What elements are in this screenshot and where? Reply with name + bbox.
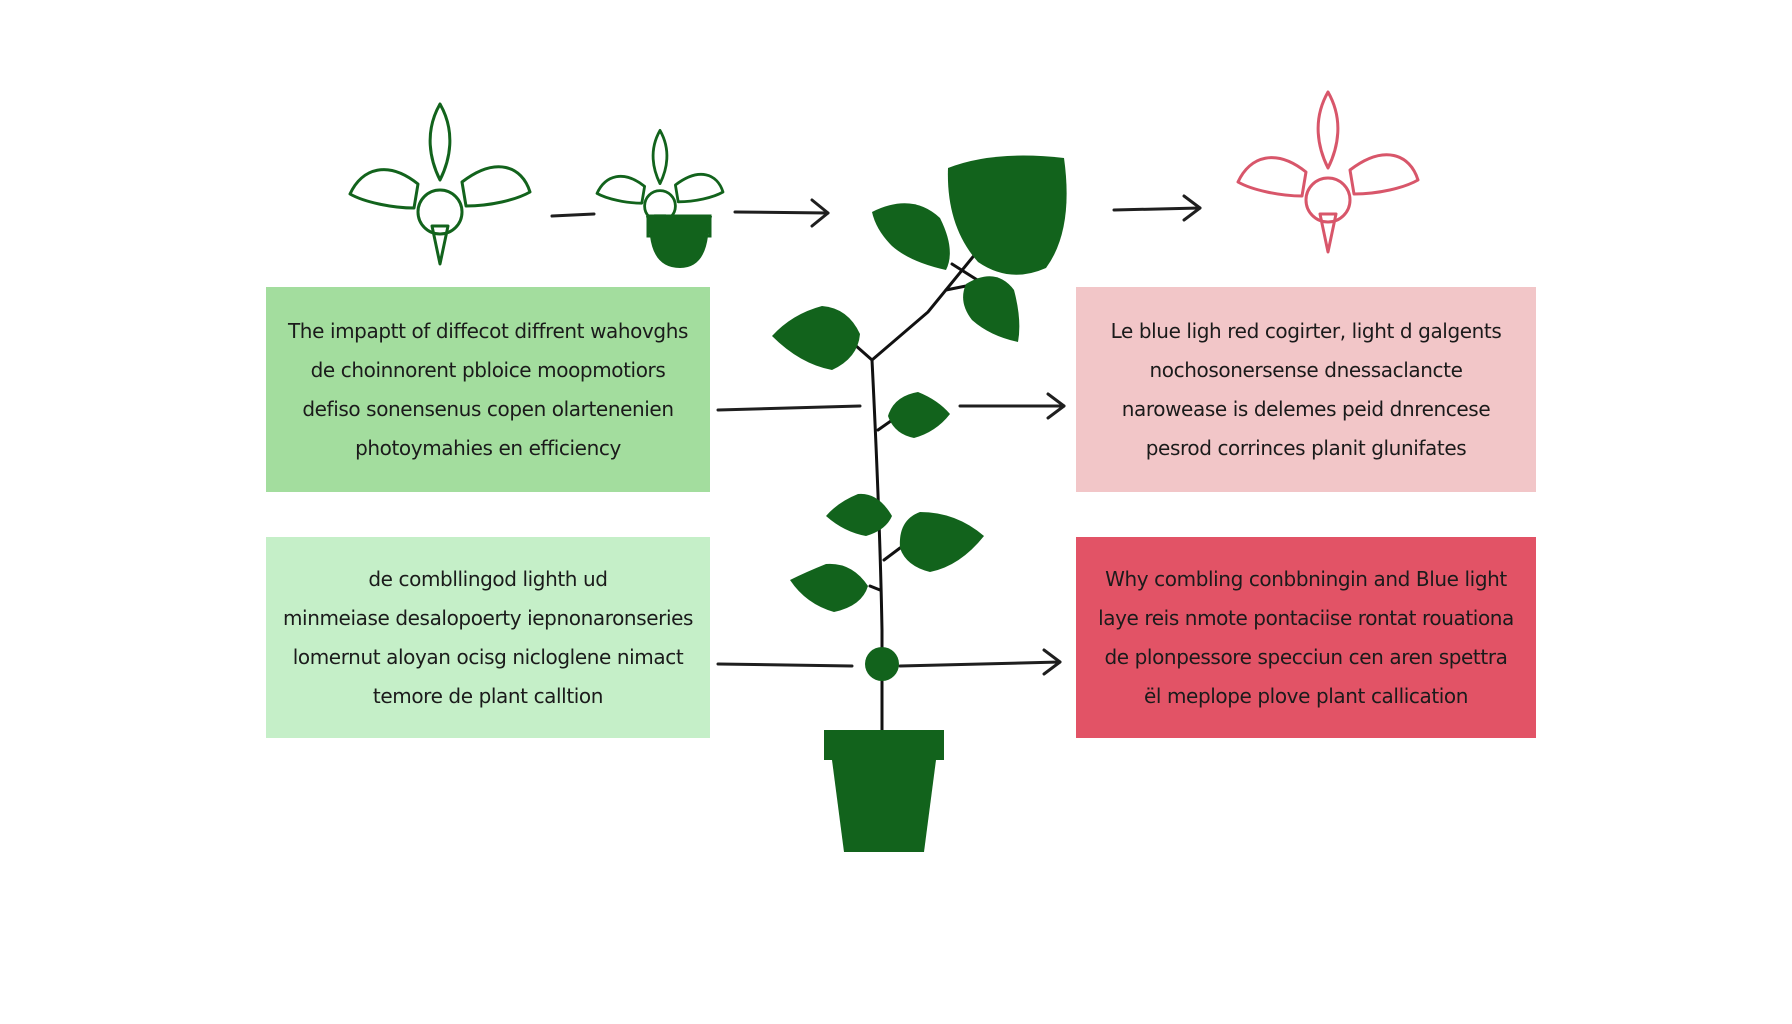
text-line: Why combling conbbningin and Blue light xyxy=(1105,566,1507,591)
leaf xyxy=(826,493,892,536)
text-line: nochosonersense dnessaclancte xyxy=(1149,357,1463,382)
arrow-right-icon xyxy=(733,198,830,228)
leaf xyxy=(963,276,1020,342)
text-box-top-left: The impaptt of diffecot diffrent wahovgh… xyxy=(266,287,710,492)
arrow-right-icon xyxy=(958,392,1066,420)
text-box-bottom-left: de combllingod lighth ud minmeiase desal… xyxy=(266,537,710,738)
node-bud xyxy=(865,647,899,681)
box-bottom-left-bg xyxy=(266,537,710,738)
leaf xyxy=(872,203,950,270)
leaf xyxy=(899,512,984,572)
arrow-right-icon xyxy=(1112,194,1202,222)
text-box-bottom-right: Why combling conbbningin and Blue light … xyxy=(1076,537,1536,738)
text-line: pesrod corrinces planit glunifates xyxy=(1145,435,1467,460)
text-box-top-right: Le blue ligh red cogirter, light d galge… xyxy=(1076,287,1536,492)
box-bottom-right-bg xyxy=(1076,537,1536,738)
pot-rim xyxy=(824,730,944,760)
leaf xyxy=(790,563,868,612)
potted-seedling-icon xyxy=(595,128,725,268)
leaf xyxy=(772,306,860,370)
text-line: de choinnorent pbloice moopmotiors xyxy=(310,357,666,382)
text-line: photoymahies en efficiency xyxy=(355,435,621,460)
text-line: laye reis nmote pontaciise rontat rouati… xyxy=(1098,605,1514,630)
text-line: ël meplope plove plant callication xyxy=(1143,683,1469,708)
text-line: narowease is delemes peid dnrencese xyxy=(1121,396,1491,421)
arrow-right-icon xyxy=(898,648,1062,676)
text-line: temore de plant calltion xyxy=(372,683,604,708)
connector-line xyxy=(716,662,854,668)
pink-flower-outline-icon xyxy=(1236,90,1420,254)
leaf xyxy=(947,155,1067,275)
text-line: de combllingod lighth ud xyxy=(368,566,608,591)
box-top-right-bg xyxy=(1076,287,1536,492)
green-flower-outline-icon xyxy=(348,102,532,266)
pot-body xyxy=(832,760,936,852)
leaf xyxy=(888,392,950,438)
text-line: The impaptt of diffecot diffrent wahovgh… xyxy=(287,318,689,343)
text-line: minmeiase desalopoerty iepnonaronseries xyxy=(282,605,694,630)
box-top-left-bg xyxy=(266,287,710,492)
text-line: Le blue ligh red cogirter, light d galge… xyxy=(1110,318,1502,343)
text-line: de plonpessore specciun cen aren spettra xyxy=(1104,644,1508,669)
text-line: lomernut aloyan ocisg nicloglene nimact xyxy=(292,644,684,669)
text-line: defiso sonensenus copen olartenenien xyxy=(302,396,674,421)
connector-line xyxy=(716,404,862,412)
arrow-line xyxy=(550,212,596,218)
potted-plant-icon xyxy=(772,155,1067,852)
